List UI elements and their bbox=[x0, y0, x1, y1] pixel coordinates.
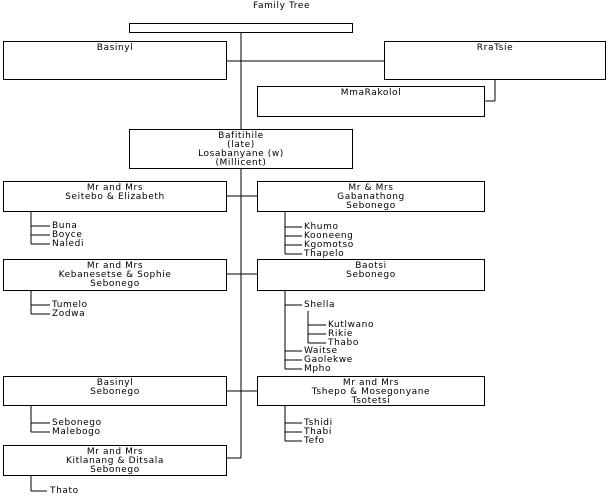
basinyl-sebonego-box: Basinyl Sebonego bbox=[3, 376, 227, 406]
child-naledi: Naledi bbox=[52, 239, 85, 249]
tshepo-line-3: Tsotetsi bbox=[351, 396, 391, 406]
tshepo-line-2: Tshepo & Mosegonyane bbox=[311, 387, 431, 397]
child-tefo: Tefo bbox=[304, 436, 325, 446]
kebanesetse-line-1: Mr and Mrs bbox=[86, 261, 144, 271]
diagram-title: Family Tree bbox=[253, 1, 311, 11]
child-khumo: Khumo bbox=[304, 222, 339, 232]
seitebo-box: Mr and Mrs Seitebo & Elizabeth bbox=[3, 181, 227, 212]
child-malebogo: Malebogo bbox=[52, 427, 101, 437]
mmarakolol-box: MmaRakolol bbox=[257, 86, 485, 117]
child-boyce: Boyce bbox=[52, 230, 83, 240]
basinyl-parent-box: Basinyl bbox=[3, 41, 227, 80]
child-tshidi: Tshidi bbox=[304, 418, 333, 428]
child-shella: Shella bbox=[304, 300, 336, 310]
child-sebonego: Sebonego bbox=[52, 418, 102, 428]
seitebo-line-2: Seitebo & Elizabeth bbox=[65, 192, 165, 202]
bafitihile-line-4: (Millicent) bbox=[215, 158, 267, 168]
grandchild-thabo: Thabo bbox=[328, 338, 359, 348]
child-thabi: Thabi bbox=[304, 427, 332, 437]
kitlanang-line-1: Mr and Mrs bbox=[86, 447, 144, 457]
bafitihile-box: Bafitihile (late) Losabanyane (w) (Milli… bbox=[129, 129, 353, 169]
top-bar-box bbox=[129, 23, 353, 33]
kitlanang-box: Mr and Mrs Kitlanang & Ditsala Sebonego bbox=[3, 445, 227, 476]
bafitihile-line-3: Losabanyane (w) bbox=[198, 149, 284, 159]
gabanathong-line-3: Sebonego bbox=[346, 201, 396, 211]
baotsi-line-1: Baotsi bbox=[355, 261, 387, 271]
child-buna: Buna bbox=[52, 221, 78, 231]
child-kooneeng: Kooneeng bbox=[304, 231, 354, 241]
child-waitse: Waitse bbox=[304, 346, 338, 356]
kebanesetse-line-3: Sebonego bbox=[90, 279, 140, 289]
kitlanang-line-3: Sebonego bbox=[90, 465, 140, 475]
tshepo-box: Mr and Mrs Tshepo & Mosegonyane Tsotetsi bbox=[257, 376, 485, 406]
tshepo-line-1: Mr and Mrs bbox=[342, 378, 400, 388]
child-thato: Thato bbox=[50, 486, 79, 496]
kebanesetse-line-2: Kebanesetse & Sophie bbox=[58, 270, 172, 280]
rratsie-name: RraTsie bbox=[476, 43, 514, 53]
child-mpho: Mpho bbox=[304, 364, 332, 374]
basinyl-sebonego-line-1: Basinyl bbox=[96, 378, 134, 388]
basinyl-sebonego-line-2: Sebonego bbox=[90, 387, 140, 397]
child-tumelo: Tumelo bbox=[52, 300, 88, 310]
rratsie-box: RraTsie bbox=[384, 41, 606, 80]
gabanathong-line-1: Mr & Mrs bbox=[348, 183, 394, 193]
child-gaolekwe: Gaolekwe bbox=[304, 355, 353, 365]
child-kgomotso: Kgomotso bbox=[304, 240, 354, 250]
bafitihile-line-2: (late) bbox=[227, 140, 255, 150]
baotsi-line-2: Sebonego bbox=[346, 270, 396, 280]
baotsi-box: Baotsi Sebonego bbox=[257, 259, 485, 291]
grandchild-rikie: Rikie bbox=[328, 329, 354, 339]
grandchild-kutlwano: Kutlwano bbox=[328, 320, 375, 330]
kebanesetse-box: Mr and Mrs Kebanesetse & Sophie Sebonego bbox=[3, 259, 227, 291]
child-thapelo: Thapelo bbox=[304, 249, 345, 259]
kitlanang-line-2: Kitlanang & Ditsala bbox=[66, 456, 164, 466]
bafitihile-line-1: Bafitihile bbox=[218, 131, 264, 141]
gabanathong-box: Mr & Mrs Gabanathong Sebonego bbox=[257, 181, 485, 212]
mmarakolol-name: MmaRakolol bbox=[340, 88, 402, 98]
basinyl-parent-name: Basinyl bbox=[96, 43, 134, 53]
gabanathong-line-2: Gabanathong bbox=[337, 192, 405, 202]
seitebo-line-1: Mr and Mrs bbox=[86, 183, 144, 193]
child-zodwa: Zodwa bbox=[52, 309, 86, 319]
